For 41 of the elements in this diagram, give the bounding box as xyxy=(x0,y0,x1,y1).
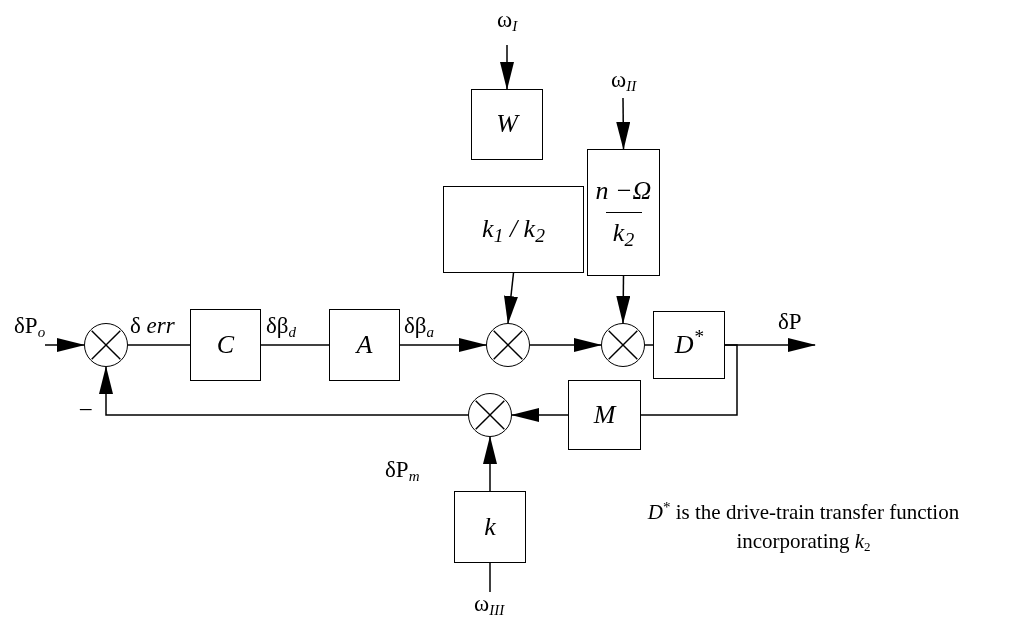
block-label: k$_{2}$ xyxy=(612,217,635,250)
signal-line xyxy=(483,436,497,492)
block-box xyxy=(329,309,400,381)
block-label: n −Ω xyxy=(595,175,652,208)
block-box xyxy=(653,311,725,379)
signal-line xyxy=(260,344,330,346)
block-label: A xyxy=(356,328,373,361)
signal-line xyxy=(399,338,487,352)
signal-line xyxy=(504,272,518,324)
block-box xyxy=(471,89,543,160)
signal-line xyxy=(640,344,738,416)
block-box xyxy=(587,149,660,276)
block-box xyxy=(454,491,526,563)
summing-junction xyxy=(601,323,645,367)
signal-label: δP$_{m}$ xyxy=(385,458,420,481)
signal-line xyxy=(511,408,569,422)
signal-line xyxy=(529,338,602,352)
block-box xyxy=(190,309,261,381)
summing-junction xyxy=(468,393,512,437)
summing-junction xyxy=(486,323,530,367)
block-label: C xyxy=(216,328,235,361)
block-label: M xyxy=(593,398,616,431)
block-label: W xyxy=(496,108,518,141)
signal-line xyxy=(489,562,491,593)
block-label: k xyxy=(484,510,496,543)
summing-junction xyxy=(84,323,128,367)
signal-line xyxy=(616,275,631,324)
signal-label: δβ$_{a}$ xyxy=(404,314,435,337)
signal-line xyxy=(616,97,631,150)
signal-label: δP$_{o}$ xyxy=(14,314,46,337)
block-label: k$_{1}$ / k$_{2}$ xyxy=(482,213,545,246)
block-box xyxy=(443,186,584,273)
signal-line xyxy=(44,338,85,352)
note-text: D$^{*}$ is the drive-train transfer function incorporating k$_{2}$ xyxy=(646,498,961,556)
signal-line xyxy=(127,344,191,346)
signal-line xyxy=(644,344,654,346)
block-label: D$^{*}$ xyxy=(674,328,704,361)
block-box xyxy=(568,380,641,450)
signal-line xyxy=(99,366,469,416)
signal-line xyxy=(500,44,514,90)
signal-label: δβ$_{d}$ xyxy=(266,314,297,337)
